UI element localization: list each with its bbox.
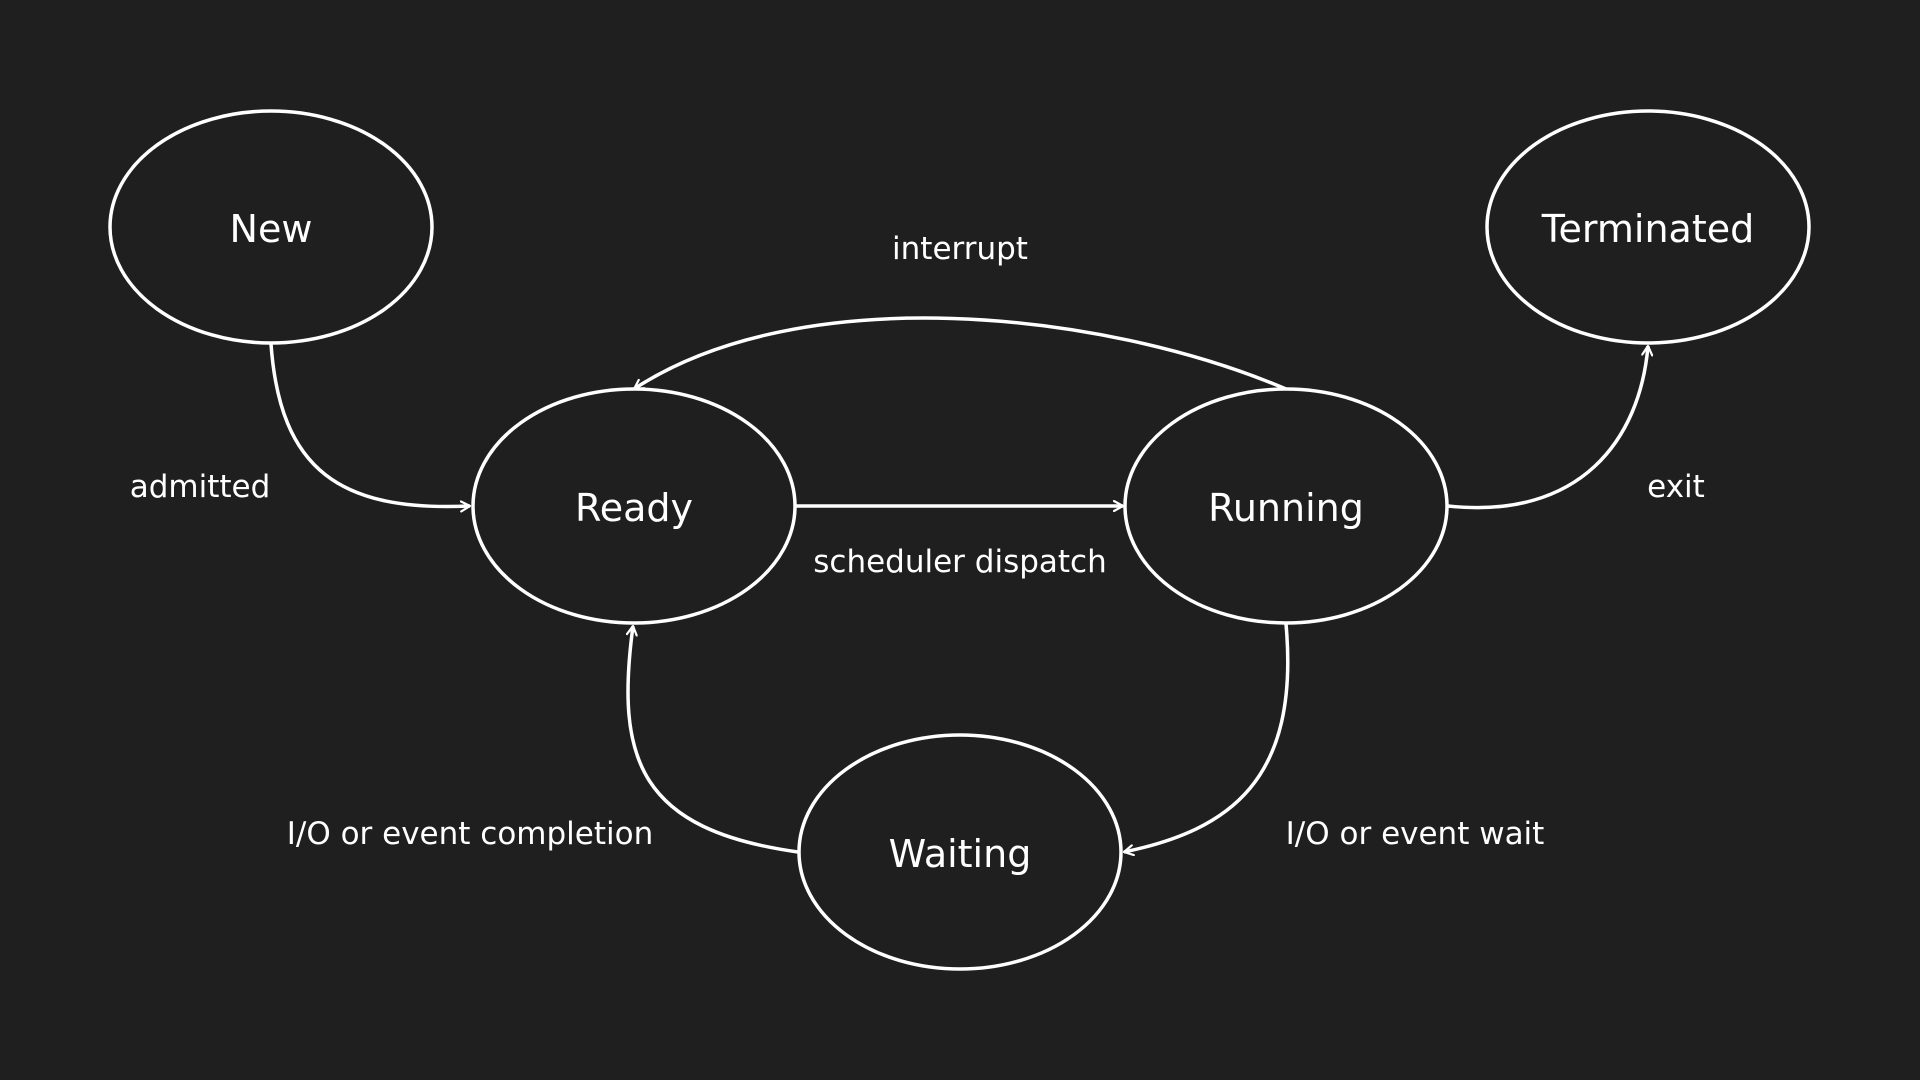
node-terminated: Terminated — [1485, 109, 1811, 345]
edge-io-event-wait — [1124, 623, 1290, 852]
node-new-label: New — [230, 207, 313, 251]
node-running-label: Running — [1208, 486, 1364, 530]
node-waiting-label: Waiting — [889, 832, 1032, 876]
label-admitted: admitted — [130, 469, 271, 505]
label-interrupt: interrupt — [892, 231, 1028, 267]
node-ready: Ready — [471, 387, 797, 625]
node-waiting: Waiting — [797, 733, 1123, 971]
label-io-event-completion: I/O or event completion — [287, 816, 654, 852]
label-io-event-wait: I/O or event wait — [1286, 816, 1545, 852]
edge-interrupt — [634, 316, 1287, 391]
edge-io-event-completion — [628, 626, 799, 854]
node-terminated-label: Terminated — [1541, 207, 1754, 251]
label-exit: exit — [1647, 469, 1705, 505]
node-new: New — [108, 109, 434, 345]
label-scheduler-dispatch: scheduler dispatch — [813, 544, 1107, 580]
edge-admitted — [269, 343, 470, 507]
node-ready-label: Ready — [575, 486, 693, 530]
edge-exit — [1447, 346, 1648, 510]
node-running: Running — [1123, 387, 1449, 625]
